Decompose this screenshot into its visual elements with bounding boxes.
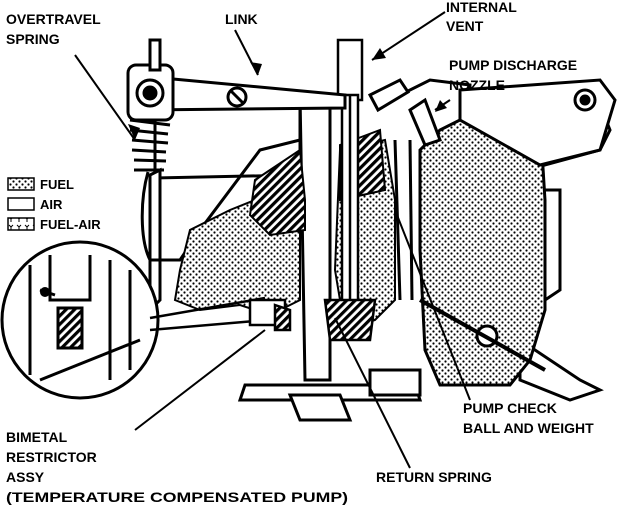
bimetal-restrictor-inset: [0, 240, 160, 400]
legend-fuel-swatch: [7, 177, 35, 191]
label-bimetal-line1: BIMETAL: [6, 429, 68, 445]
label-pump-check-line1: PUMP CHECK: [463, 400, 557, 416]
label-pump-discharge-line1: PUMP DISCHARGE: [449, 57, 577, 73]
leader-lines: [74, 11, 471, 469]
label-overtravel-spring-line1: OVERTRAVEL: [6, 11, 101, 27]
link-arm: [126, 63, 347, 122]
label-bimetal-line2: RESTRICTOR: [6, 449, 97, 465]
legend-air-swatch: [7, 197, 35, 211]
label-bimetal-line3: ASSY: [6, 469, 45, 485]
overtravel-spring: [129, 38, 171, 172]
label-internal-vent-line2: VENT: [446, 18, 484, 34]
label-return-spring: RETURN SPRING: [376, 469, 492, 485]
top-cover: [458, 78, 617, 167]
pump-plunger: [323, 38, 377, 342]
fuel-air-region: [248, 148, 306, 237]
label-pump-check-line2: BALL AND WEIGHT: [463, 420, 594, 436]
label-bimetal-line4: (TEMPERATURE COMPENSATED PUMP): [6, 489, 348, 505]
label-pump-discharge-line2: NOZZLE: [449, 77, 505, 93]
legend-fuel-air-label: FUEL-AIR: [40, 217, 101, 232]
pump-check-ball: [419, 298, 546, 372]
restrictor-in-body: [248, 298, 292, 332]
discharge-nozzle: [367, 78, 442, 147]
label-overtravel-spring-line2: SPRING: [6, 31, 60, 47]
legend-fuel-label: FUEL: [40, 177, 74, 192]
label-internal-vent-line1: INTERNAL: [446, 0, 517, 15]
legend-air-label: AIR: [40, 197, 63, 212]
legend-fuel-air-swatch: [7, 217, 35, 231]
label-link: LINK: [225, 11, 258, 27]
legend: FUEL AIR FUEL-AIR: [7, 177, 101, 232]
leader-arrowheads: [128, 48, 447, 140]
vent-tube: [393, 139, 414, 301]
